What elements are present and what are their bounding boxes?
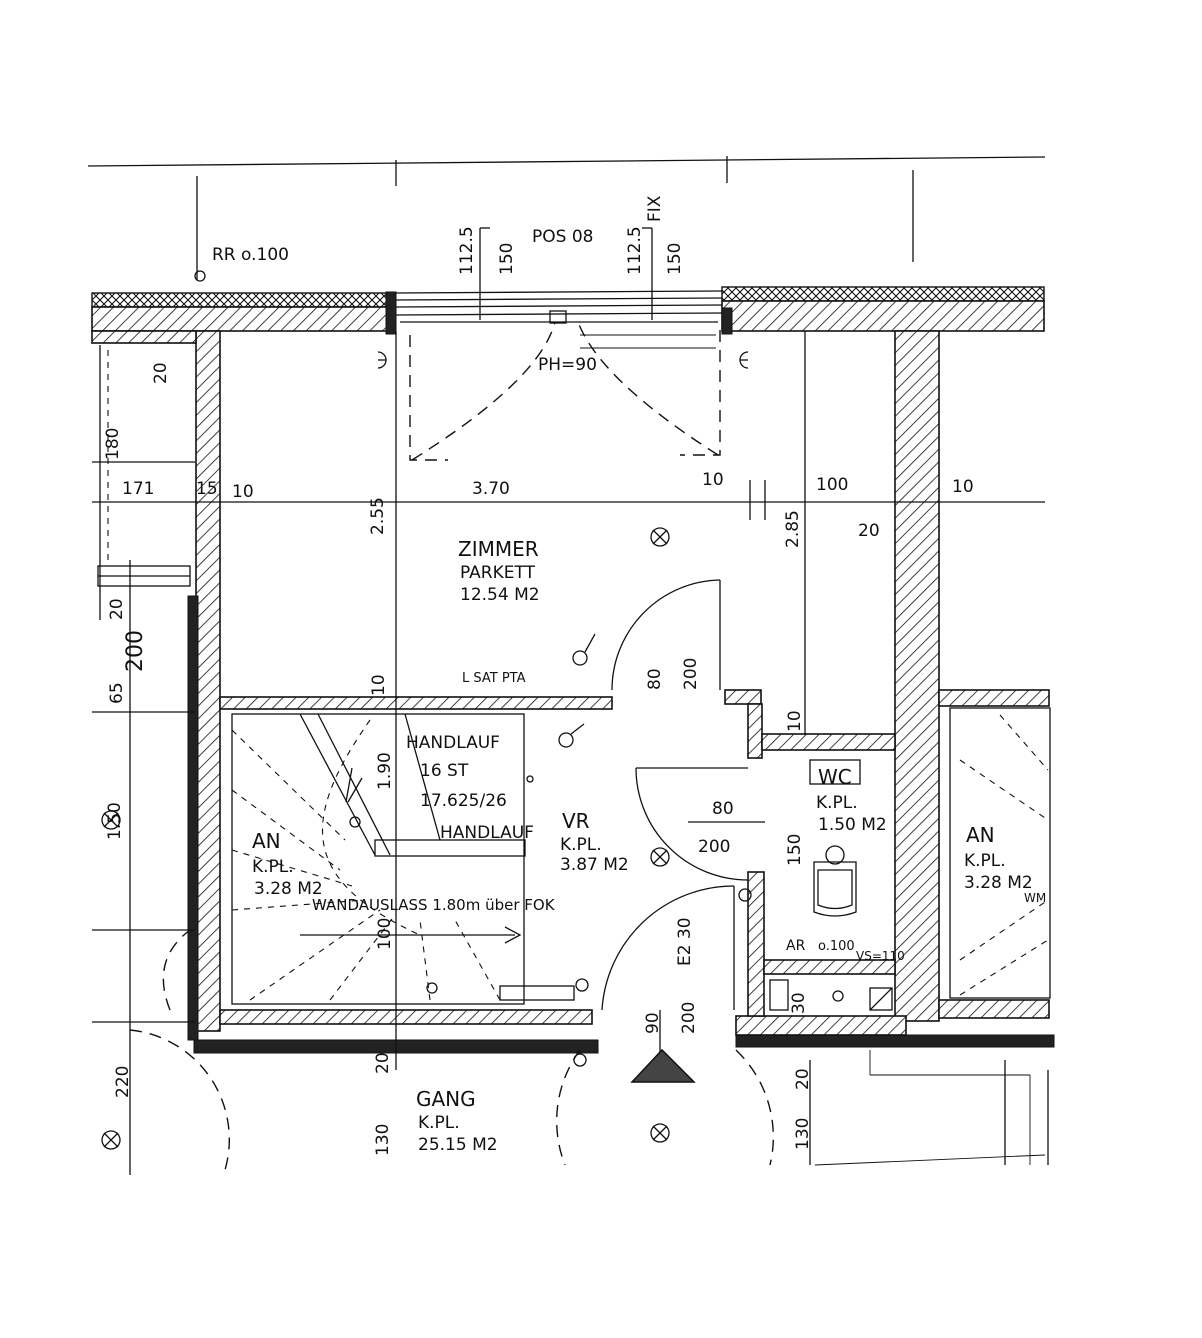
- dim-200-left: 200: [123, 630, 148, 672]
- dim-285: 2.85: [783, 510, 803, 548]
- dim-10-wc: 10: [785, 710, 805, 732]
- dim-20-bot: 20: [373, 1052, 393, 1074]
- wall-lamp-icon: [739, 351, 749, 369]
- dim-30-b: 30: [789, 992, 809, 1014]
- room-vr-area: 3.87 M2: [560, 855, 629, 875]
- ceiling-light-icon: [101, 810, 121, 830]
- dimension-lines: [395, 331, 1049, 1166]
- walls-interior: [219, 689, 896, 1025]
- dim-130-bot: 130: [373, 1124, 393, 1156]
- ar-dim-label: o.100: [818, 939, 855, 954]
- label-h1: 112.5: [457, 226, 477, 275]
- dim-10-stair: 10: [369, 674, 389, 696]
- dim-200-vr: 200: [698, 837, 730, 857]
- dim-200-bot: 200: [679, 1002, 699, 1034]
- room-zimmer-area: 12.54 M2: [460, 585, 540, 605]
- left-adjacent-space: [92, 345, 1045, 1175]
- ceiling-light-icon: [650, 847, 670, 867]
- room-zimmer-floor: PARKETT: [460, 563, 536, 583]
- vs-label: VS=110: [856, 949, 905, 963]
- ceiling-light-icon: [650, 527, 670, 547]
- doors: [129, 579, 775, 1171]
- dim-171: 171: [122, 479, 154, 499]
- label-pos: POS 08: [532, 227, 593, 247]
- socket-icon: [573, 1053, 587, 1067]
- wc-fixtures: [769, 759, 893, 1011]
- room-an-left-area: 3.28 M2: [254, 879, 323, 899]
- dim-100: 100: [816, 475, 848, 495]
- stair-wandauslass: WANDAUSLASS 1.80m über FOK: [312, 896, 556, 914]
- wall-lamp-icon: [377, 351, 387, 369]
- staircase: [231, 713, 589, 1005]
- room-an-right-name: AN: [966, 823, 995, 847]
- dim-20-bot-r: 20: [793, 1068, 813, 1090]
- label-ph: PH=90: [538, 355, 597, 375]
- room-an-right-area: 3.28 M2: [964, 873, 1033, 893]
- window-pos08: [395, 290, 723, 349]
- walls-right: [735, 330, 1055, 1048]
- dim-20-left: 20: [151, 362, 171, 384]
- dim-255: 2.55: [368, 497, 388, 535]
- label-fix: FIX: [645, 195, 665, 222]
- room-an-left-floor: K.PL.: [252, 857, 294, 877]
- window-swing: [409, 321, 721, 461]
- label-rr: RR o.100: [212, 245, 289, 265]
- room-vr-name: VR: [562, 809, 590, 833]
- dim-15: 15: [196, 479, 218, 499]
- room-vr-floor: K.PL.: [560, 835, 602, 855]
- dim-80-door: 80: [645, 668, 665, 690]
- stair-handlauf-bot: HANDLAUF: [440, 823, 534, 843]
- right-adjacent-stair: [949, 707, 1051, 999]
- switch-icon: [572, 633, 596, 666]
- dim-130-bot-r: 130: [793, 1118, 813, 1150]
- dim-e2-30: E2 30: [675, 917, 695, 966]
- room-gang-area: 25.15 M2: [418, 1135, 498, 1155]
- walls-left: [91, 330, 599, 1054]
- room-zimmer-name: ZIMMER: [458, 537, 539, 561]
- dim-90: 90: [643, 1012, 663, 1034]
- symbols: [101, 351, 752, 1150]
- exterior-wall-top: [91, 286, 1045, 335]
- dim-190: 1.90: [375, 752, 395, 790]
- dim-370: 3.70: [472, 479, 510, 499]
- label-h2: 150: [497, 243, 517, 275]
- dim-150-left: 1.50: [105, 802, 125, 840]
- label-h4: 150: [665, 243, 685, 275]
- wm-label: WM: [1024, 891, 1046, 905]
- room-wc-area: 1.50 M2: [818, 815, 887, 835]
- dim-150-wc: 150: [785, 834, 805, 866]
- dim-10-c: 10: [952, 477, 974, 497]
- stair-ratio: 17.625/26: [420, 791, 507, 811]
- dim-180: 180: [103, 428, 123, 460]
- ceiling-light-icon: [101, 1130, 121, 1150]
- labels: RR o.100 POS 08 FIX 112.5 150 112.5 150 …: [103, 195, 1046, 1156]
- dim-200-door: 200: [681, 658, 701, 690]
- room-gang-floor: K.PL.: [418, 1113, 460, 1133]
- dim-20-mid: 20: [107, 598, 127, 620]
- entrance-triangle-icon: [630, 1048, 696, 1083]
- label-h3: 112.5: [625, 226, 645, 275]
- dim-80-vr: 80: [712, 799, 734, 819]
- dim-20-r: 20: [858, 521, 880, 541]
- socket-icon: [558, 723, 585, 748]
- dim-220: 220: [113, 1066, 133, 1098]
- sat-outlet-label: L SAT PTA: [462, 671, 526, 686]
- dim-65: 65: [107, 682, 127, 704]
- top-dimension-lines: [87, 156, 1046, 320]
- stair-steps: 16 ST: [420, 761, 469, 781]
- room-wc-floor: K.PL.: [816, 793, 858, 813]
- room-wc-name: WC: [818, 765, 852, 789]
- dim-100-stair: 100: [375, 918, 395, 950]
- ceiling-light-icon: [650, 1123, 670, 1143]
- dim-10-b: 10: [702, 470, 724, 490]
- dim-10-a: 10: [232, 482, 254, 502]
- ar-label: AR: [786, 938, 806, 954]
- room-an-left-name: AN: [252, 829, 281, 853]
- socket-icon: [738, 888, 752, 902]
- room-an-right-floor: K.PL.: [964, 851, 1006, 871]
- room-gang-name: GANG: [416, 1087, 476, 1111]
- stair-handlauf-top: HANDLAUF: [406, 733, 500, 753]
